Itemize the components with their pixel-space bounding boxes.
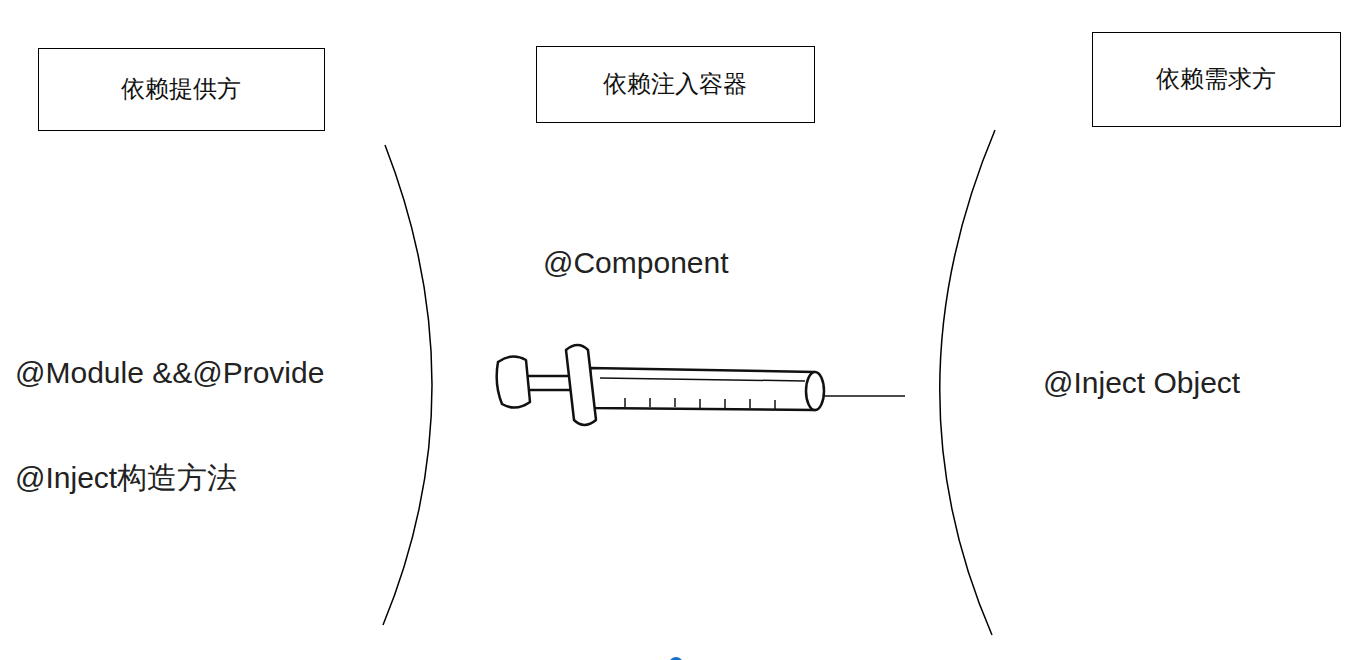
role-box: 依赖提供方 <box>38 48 325 131</box>
annotation-label: @Module &&@Provide <box>15 355 324 391</box>
role-box: 依赖注入容器 <box>536 46 815 123</box>
box-title: 依赖注入容器 <box>603 70 747 99</box>
scroll-dot <box>669 657 683 660</box>
divider-curve <box>383 145 432 625</box>
annotation-label: @Inject构造方法 <box>15 460 237 496</box>
divider-curve <box>940 130 995 635</box>
box-title: 依赖提供方 <box>121 75 241 104</box>
syringe-illustration <box>497 345 905 425</box>
box-title: 依赖需求方 <box>1156 65 1276 94</box>
annotation-label: @Inject Object <box>1043 365 1240 401</box>
role-box: 依赖需求方 <box>1092 32 1341 127</box>
annotation-label: @Component <box>543 245 729 281</box>
